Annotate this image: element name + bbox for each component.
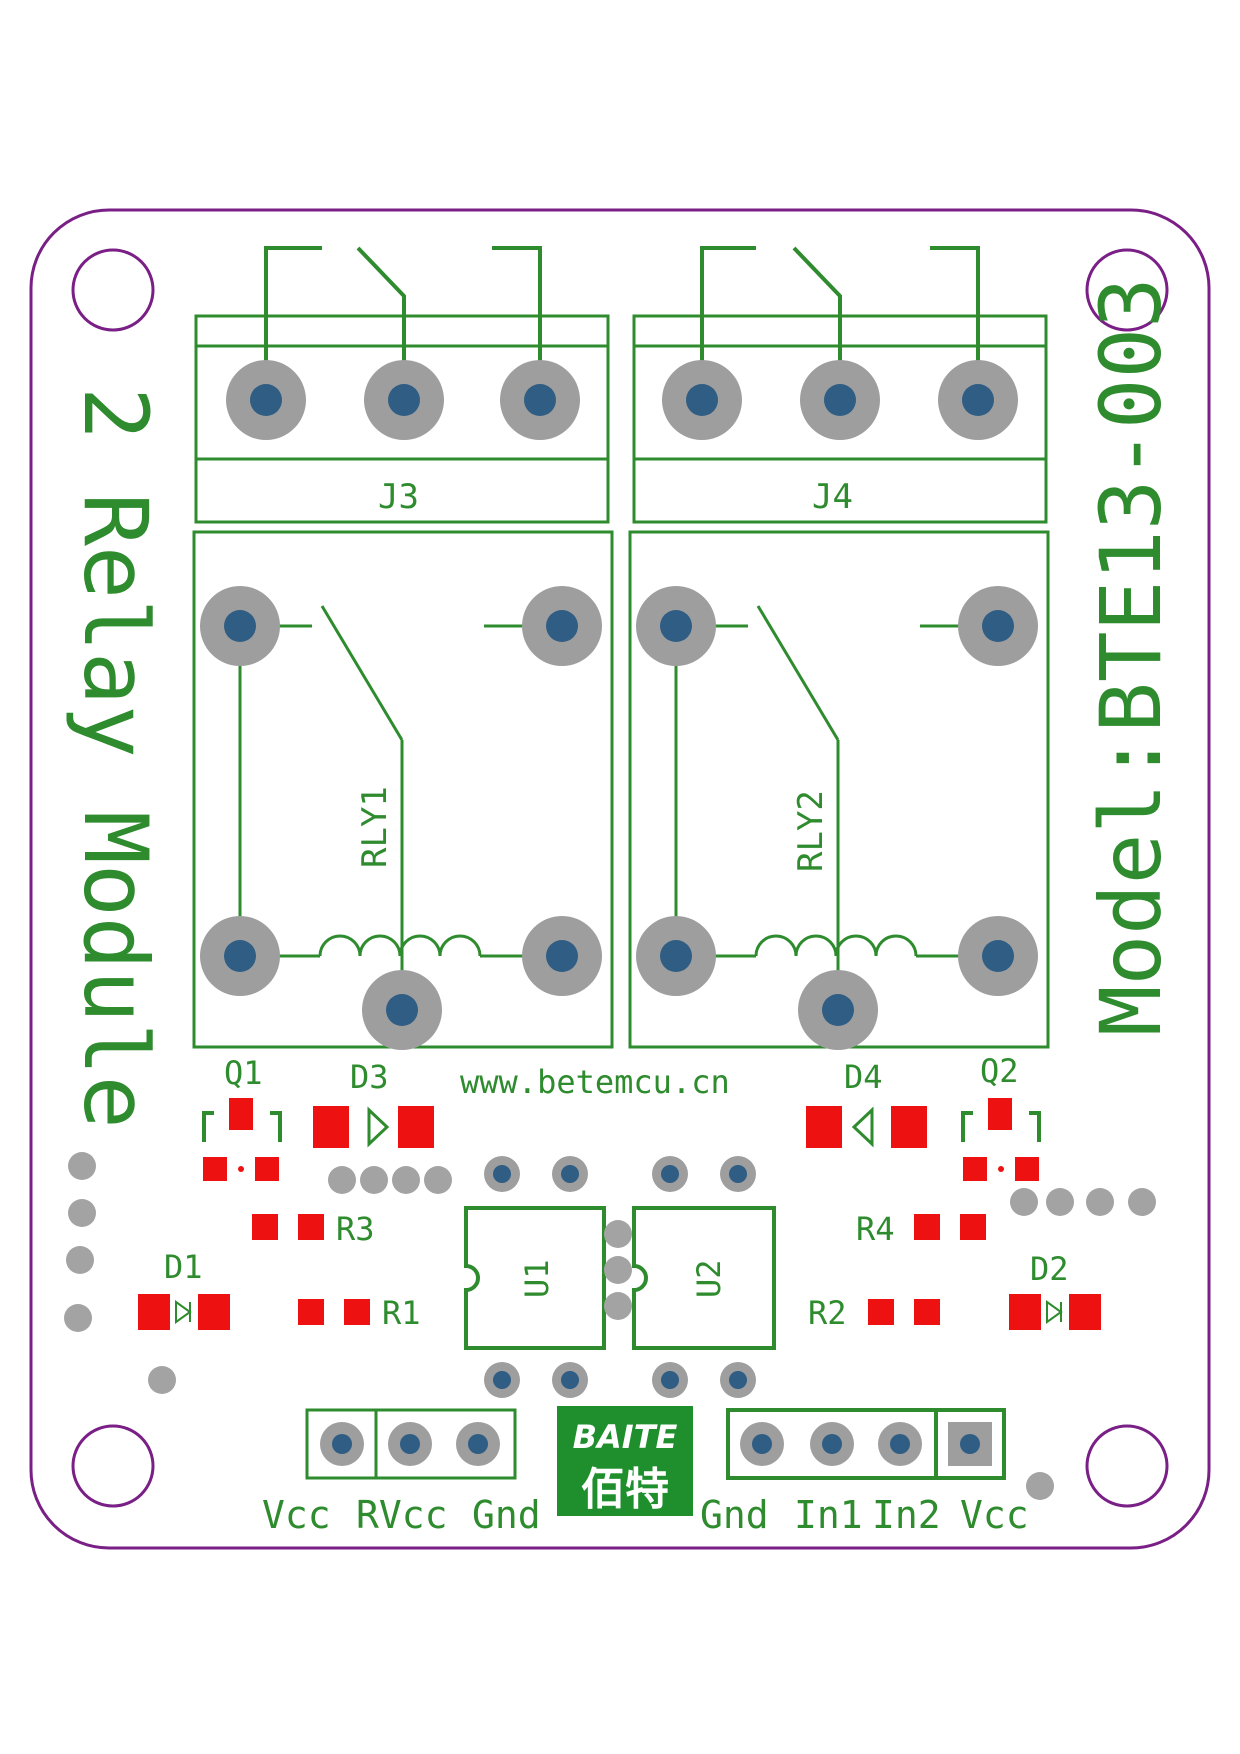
ic-u1: U1: [464, 1206, 606, 1350]
board-outline: [29, 208, 1211, 1550]
mounting-hole-top-left: [71, 248, 155, 332]
mounting-holes: [71, 248, 1169, 1508]
component-label-d2: D2: [1030, 1250, 1069, 1288]
baite-logo: BAITE 佰特: [557, 1406, 693, 1516]
ic-pads: [484, 1156, 756, 1398]
board-title: 2 Relay Module: [64, 387, 167, 1129]
terminal-pads: [226, 360, 1018, 440]
component-label-q1: Q1: [224, 1054, 263, 1092]
logo-latin: BAITE: [573, 1418, 678, 1456]
transistor-q1: Q1: [202, 1054, 282, 1181]
pin-label-in1: In1: [794, 1493, 863, 1537]
pin-label-in2: In2: [872, 1493, 941, 1537]
resistor-r1: R1: [298, 1294, 421, 1332]
led-d1: D1: [138, 1248, 230, 1330]
mounting-hole-bottom-right: [1085, 1424, 1169, 1508]
pin-label-gnd-right: Gnd: [700, 1493, 769, 1537]
ic-u2: U2: [632, 1206, 776, 1350]
resistor-r4: R4: [856, 1210, 986, 1248]
pin-label-vcc-right: Vcc: [960, 1493, 1029, 1537]
component-label-r1: R1: [382, 1294, 421, 1332]
vias: [64, 1152, 1156, 1500]
diode-d4: D4: [806, 1058, 927, 1148]
resistor-r3: R3: [252, 1210, 375, 1248]
component-label-r4: R4: [856, 1210, 895, 1248]
logo-chinese: 佰特: [581, 1464, 669, 1515]
board-model: Model:BTE13-003: [1082, 277, 1180, 1036]
component-label-u2: U2: [690, 1259, 728, 1298]
relay-pads: [200, 586, 1038, 1050]
pin-label-rvcc: RVcc: [356, 1493, 448, 1537]
mounting-hole-bottom-left: [71, 1424, 155, 1508]
relay-label-rly2: RLY2: [791, 790, 831, 872]
relay-label-rly1: RLY1: [355, 786, 395, 868]
resistor-r2: R2: [808, 1294, 940, 1332]
connector-label-j3: J3: [378, 477, 419, 517]
pin-label-gnd-left: Gnd: [472, 1493, 541, 1537]
component-label-u1: U1: [518, 1259, 556, 1298]
led-d2: D2: [1009, 1250, 1101, 1330]
diode-d3: D3: [313, 1058, 434, 1148]
header-input: Gnd In1 In2 Vcc: [700, 1408, 1029, 1537]
pin-label-vcc-left: Vcc: [262, 1493, 331, 1537]
transistor-q2: Q2: [961, 1052, 1041, 1181]
component-label-r2: R2: [808, 1294, 847, 1332]
component-label-d1: D1: [164, 1248, 203, 1286]
header-power: Vcc RVcc Gnd: [262, 1408, 541, 1537]
website-label: www.betemcu.cn: [460, 1063, 730, 1101]
mounting-hole-top-right: [1085, 248, 1169, 332]
component-label-r3: R3: [336, 1210, 375, 1248]
component-label-q2: Q2: [980, 1052, 1019, 1090]
component-label-d3: D3: [350, 1058, 389, 1096]
connector-label-j4: J4: [812, 477, 853, 517]
component-label-d4: D4: [844, 1058, 883, 1096]
